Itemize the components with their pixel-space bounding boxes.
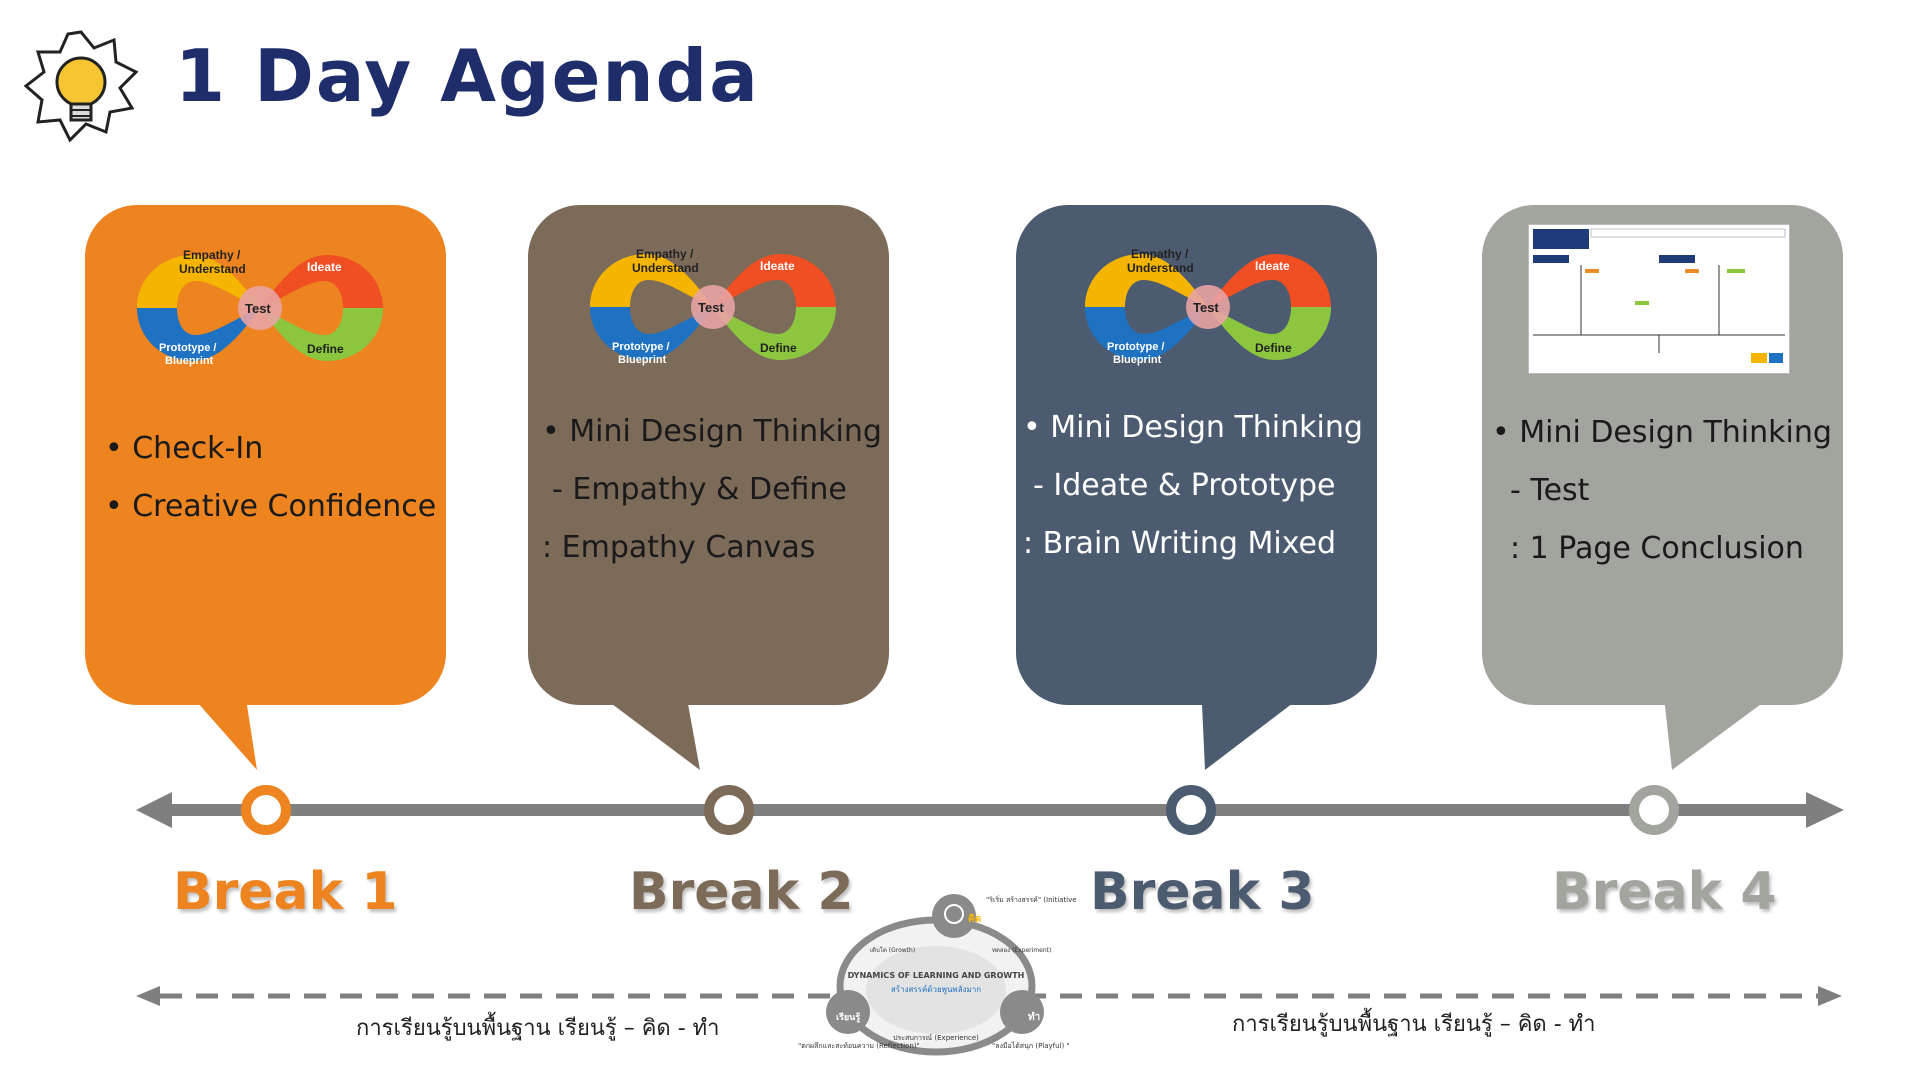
svg-text:Test: Test bbox=[698, 300, 724, 315]
svg-text:Understand: Understand bbox=[1127, 261, 1194, 275]
session-2-line: : Empathy Canvas bbox=[542, 530, 816, 565]
one-page-canvas-thumbnail bbox=[1528, 224, 1790, 374]
design-thinking-infinity-icon: Empathy / Understand Ideate Test Prototy… bbox=[137, 248, 383, 367]
svg-text:DYNAMICS OF LEARNING AND GROWT: DYNAMICS OF LEARNING AND GROWTH bbox=[848, 971, 1025, 980]
svg-text:"ริเริ่ม สร้างสรรค์" (Initiati: "ริเริ่ม สร้างสรรค์" (Initiative)" bbox=[986, 895, 1076, 904]
svg-text:เรียนรู้: เรียนรู้ bbox=[836, 1012, 860, 1023]
svg-text:Define: Define bbox=[760, 341, 797, 355]
session-1-content: • Check-In • Creative Confidence bbox=[105, 420, 436, 536]
svg-text:Empathy /: Empathy / bbox=[1131, 247, 1189, 261]
svg-text:Prototype /: Prototype / bbox=[612, 341, 669, 353]
svg-text:Define: Define bbox=[1255, 341, 1292, 355]
session-4-line: - Test bbox=[1510, 473, 1590, 508]
svg-text:"ลงมือได้สนุก (Playful) ": "ลงมือได้สนุก (Playful) " bbox=[992, 1041, 1070, 1050]
svg-text:ทดลอง (Experiment): ทดลอง (Experiment) bbox=[992, 947, 1051, 954]
svg-text:Blueprint: Blueprint bbox=[1113, 354, 1162, 366]
svg-text:คิด: คิด bbox=[968, 913, 981, 925]
break-4-marker bbox=[1629, 785, 1679, 835]
session-1-line: • Creative Confidence bbox=[105, 489, 437, 524]
design-thinking-infinity-icon: Empathy / Understand Ideate Test Prototy… bbox=[590, 247, 836, 366]
svg-text:Empathy /: Empathy / bbox=[183, 248, 241, 262]
svg-text:Ideate: Ideate bbox=[307, 260, 342, 274]
svg-text:Understand: Understand bbox=[179, 262, 246, 276]
svg-text:ทำ: ทำ bbox=[1028, 1011, 1040, 1023]
svg-text:Empathy /: Empathy / bbox=[636, 247, 694, 261]
svg-text:Test: Test bbox=[1193, 300, 1219, 315]
break-2-label: Break 2 bbox=[629, 862, 854, 922]
footer-caption-left: การเรียนรู้บนพื้นฐาน เรียนรู้ – คิด - ทำ bbox=[356, 1016, 720, 1041]
break-3-marker bbox=[1166, 785, 1216, 835]
break-4-label: Break 4 bbox=[1552, 862, 1777, 922]
break-3-label: Break 3 bbox=[1090, 862, 1315, 922]
session-3-line: : Brain Writing Mixed bbox=[1023, 526, 1337, 561]
session-4-line: : 1 Page Conclusion bbox=[1510, 531, 1804, 566]
design-thinking-infinity-icon: Empathy / Understand Ideate Test Prototy… bbox=[1085, 247, 1331, 366]
svg-text:ประสบการณ์ (Experience): ประสบการณ์ (Experience) bbox=[893, 1034, 979, 1042]
svg-text:Prototype /: Prototype / bbox=[1107, 341, 1164, 353]
svg-text:Test: Test bbox=[245, 301, 271, 316]
session-4-line: • Mini Design Thinking bbox=[1492, 415, 1832, 450]
svg-text:Ideate: Ideate bbox=[1255, 259, 1290, 273]
session-4-content: • Mini Design Thinking - Test : 1 Page C… bbox=[1492, 404, 1832, 578]
break-1-marker bbox=[241, 785, 291, 835]
footer-caption-right: การเรียนรู้บนพื้นฐาน เรียนรู้ – คิด - ทำ bbox=[1232, 1012, 1596, 1037]
session-2-line: - Empathy & Define bbox=[552, 472, 847, 507]
learning-cycle-diagram: คิด ทำ เรียนรู้ DYNAMICS OF LEARNING AND… bbox=[798, 894, 1076, 1056]
session-3-line: • Mini Design Thinking bbox=[1023, 410, 1363, 445]
svg-text:Blueprint: Blueprint bbox=[165, 355, 214, 367]
break-2-marker bbox=[704, 785, 754, 835]
svg-text:เติบโต (Growth): เติบโต (Growth) bbox=[870, 946, 915, 954]
svg-text:สร้างสรรค์ด้วยพูนพลังมาก: สร้างสรรค์ด้วยพูนพลังมาก bbox=[891, 984, 981, 995]
session-2-line: • Mini Design Thinking bbox=[542, 414, 882, 449]
svg-text:"ตกผลึกและสะท้อนความ (Reflecti: "ตกผลึกและสะท้อนความ (Reflection)" bbox=[798, 1041, 920, 1050]
lightbulb-icon bbox=[23, 30, 139, 143]
page-title: 1 Day Agenda bbox=[175, 34, 760, 118]
session-2-content: • Mini Design Thinking - Empathy & Defin… bbox=[542, 403, 882, 577]
session-3-line: - Ideate & Prototype bbox=[1033, 468, 1336, 503]
break-1-label: Break 1 bbox=[173, 862, 398, 922]
session-1-line: • Check-In bbox=[105, 431, 264, 466]
svg-text:Prototype /: Prototype / bbox=[159, 342, 216, 354]
svg-text:Ideate: Ideate bbox=[760, 259, 795, 273]
session-3-content: • Mini Design Thinking - Ideate & Protot… bbox=[1023, 399, 1363, 573]
svg-text:Blueprint: Blueprint bbox=[618, 354, 667, 366]
svg-text:Understand: Understand bbox=[632, 261, 699, 275]
svg-text:Define: Define bbox=[307, 342, 344, 356]
